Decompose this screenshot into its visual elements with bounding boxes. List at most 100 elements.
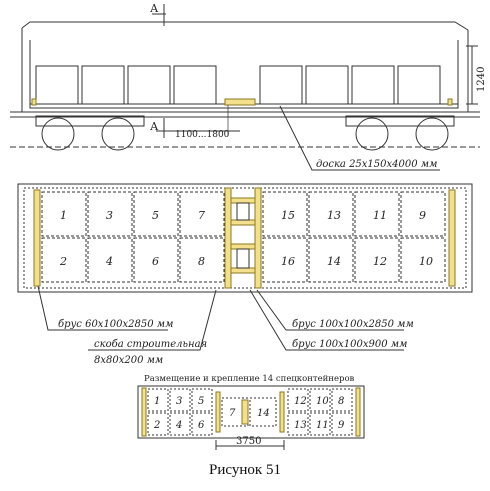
small-container-number: 10: [316, 396, 329, 407]
container-cell: [179, 191, 225, 237]
container-cell: [400, 237, 446, 283]
small-container-cell: [287, 412, 309, 436]
container-cell: [354, 237, 400, 283]
small-container-cell: [309, 412, 331, 436]
small-container-cell: [169, 388, 191, 412]
container-number: 1: [60, 209, 67, 222]
container-number: 15: [281, 209, 295, 222]
container-number: 10: [419, 255, 433, 268]
side-end-beam-left: [31, 98, 37, 106]
small-container-number: 14: [257, 408, 270, 419]
small-container-number: 12: [294, 396, 307, 407]
cross-beam: [230, 267, 256, 274]
container-number: 11: [373, 209, 387, 222]
middle-beam-right: [254, 187, 262, 289]
container-number: 14: [327, 255, 341, 268]
small-container-number: 1: [154, 396, 160, 407]
beam-mid1-leader: [256, 289, 404, 331]
middle-gap: [236, 202, 250, 221]
container-cell: [179, 237, 225, 283]
small-container-number: 6: [198, 420, 205, 431]
small-plan-outline: [137, 385, 365, 439]
wheel-icon: [355, 117, 389, 151]
small-mid-beam: [215, 391, 221, 433]
section-mark-top: А: [150, 2, 159, 15]
side-container: [127, 65, 171, 105]
small-container-number: 3: [176, 396, 182, 407]
container-number: 13: [327, 209, 341, 222]
small-center-beam: [241, 399, 249, 425]
container-number: 6: [152, 255, 159, 268]
container-number: 5: [152, 209, 159, 222]
cross-beam: [230, 219, 256, 226]
beam-left-label: брус 60х100х2850 мм: [58, 319, 173, 330]
small-dim-label: 3750: [236, 436, 261, 447]
container-cell: [308, 237, 354, 283]
container-cell: [41, 237, 87, 283]
beam-mid2-label: брус 100х100х900 мм: [292, 339, 407, 350]
container-cell: [133, 237, 179, 283]
small-end-beam: [355, 387, 361, 437]
dim-height-label: 1240: [476, 67, 487, 92]
staple-leader: [88, 289, 217, 351]
side-container: [81, 65, 125, 105]
small-container-cell: [147, 412, 169, 436]
small-container-number: 9: [338, 420, 345, 431]
container-cell: [262, 237, 308, 283]
side-container: [351, 65, 395, 105]
wheel-icon: [415, 117, 449, 151]
middle-gap: [236, 248, 250, 269]
board-label: доска 25х150х4000 мм: [316, 159, 437, 170]
side-container: [35, 65, 79, 105]
side-middle-beam: [224, 98, 256, 106]
small-plan: Размещение и крепление 14 спецконтейнеро…: [137, 374, 365, 450]
figure-caption: Рисунок 51: [209, 462, 281, 478]
small-container-number: 11: [316, 420, 329, 431]
small-mid-beam: [279, 391, 285, 433]
small-container-cell: [287, 388, 309, 412]
small-container-cell: [147, 388, 169, 412]
container-number: 7: [198, 209, 205, 222]
section-mark-bottom: А: [150, 120, 159, 133]
small-container-cell: [331, 412, 353, 436]
staple-label: скоба строительная: [94, 339, 207, 350]
wagon-roof-line: [21, 21, 469, 31]
middle-beam-left: [224, 187, 232, 289]
beam-mid1-label: брус 100х100х2850 мм: [292, 319, 414, 330]
small-container-number: 7: [229, 408, 236, 419]
container-cell: [133, 191, 179, 237]
container-number: 16: [281, 255, 295, 268]
container-number: 8: [198, 255, 205, 268]
board-leader: [279, 105, 440, 171]
small-container-cell: [191, 388, 213, 412]
container-cell: [87, 191, 133, 237]
small-container-cell: [169, 412, 191, 436]
container-number: 3: [106, 209, 113, 222]
small-container-number: 2: [153, 420, 160, 431]
small-end-beam: [141, 387, 147, 437]
wheel-icon: [41, 117, 75, 151]
end-beam-right: [448, 189, 456, 287]
small-container-cell: [309, 388, 331, 412]
container-number: 9: [419, 209, 426, 222]
container-number: 2: [59, 255, 67, 268]
small-plan-title: Размещение и крепление 14 спецконтейнеро…: [144, 374, 355, 384]
bogie-left: [35, 115, 145, 127]
small-container-number: 4: [175, 420, 182, 431]
container-cell: [87, 237, 133, 283]
wagon-plan-inner: [23, 187, 467, 289]
side-container: [397, 65, 441, 105]
staple-size-label: 8х80х200 мм: [94, 355, 163, 366]
side-view: А 124: [10, 2, 487, 171]
small-container-cell: [331, 388, 353, 412]
container-number: 4: [105, 255, 113, 268]
bogie-right: [345, 115, 455, 127]
cross-beam: [230, 197, 256, 204]
side-end-beam-right: [447, 98, 453, 106]
container-cell: [262, 191, 308, 237]
container-cell: [41, 191, 87, 237]
cross-beam: [230, 243, 256, 250]
beam-mid2-leader: [249, 289, 404, 351]
